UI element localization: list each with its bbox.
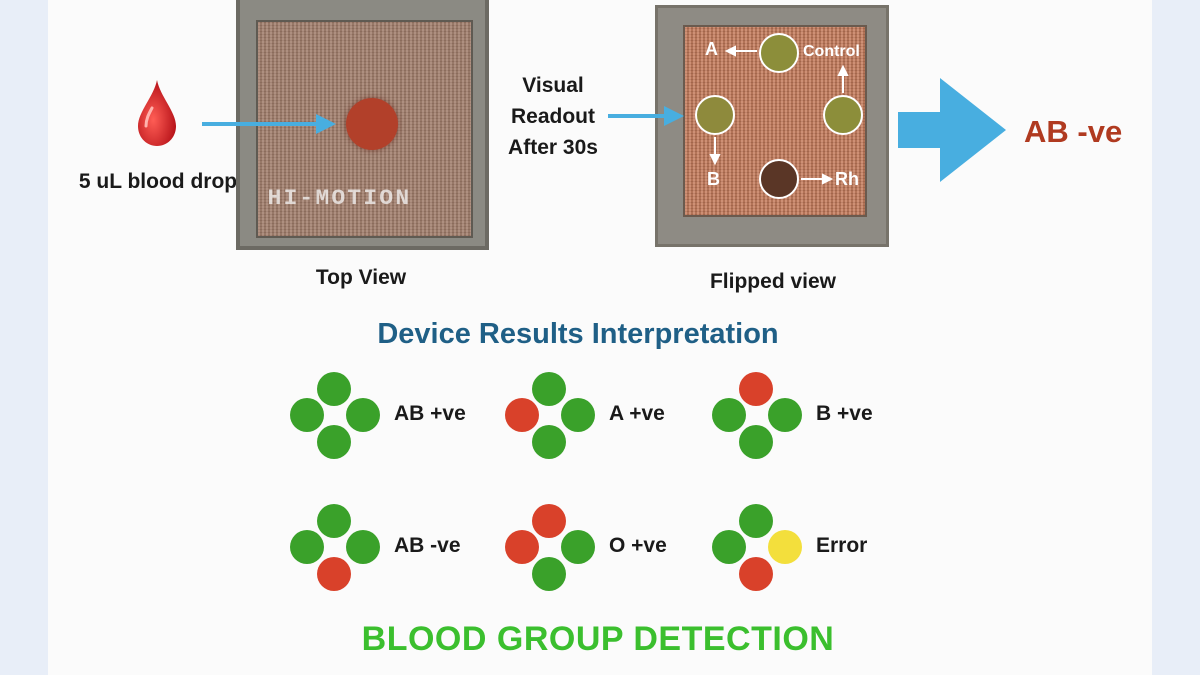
pattern-label: AB +ve (394, 402, 466, 425)
label-b: B (707, 169, 720, 189)
diagram-canvas: 5 uL blood drop HI-MOTION Top View A Con… (48, 0, 1152, 675)
arrow-to-result (898, 78, 1006, 182)
dot-top (532, 372, 566, 406)
dot-right (768, 398, 802, 432)
dot-bottom (739, 557, 773, 591)
readout-line-1: Visual (522, 74, 584, 97)
dot-top (739, 372, 773, 406)
flipped-arrows (709, 45, 849, 185)
arrow-drop-to-device (202, 114, 336, 134)
pattern-label: AB -ve (394, 534, 461, 557)
dot-left (712, 530, 746, 564)
pattern-label: B +ve (816, 402, 873, 425)
drop-label: 5 uL blood drop (78, 170, 238, 193)
dot-bottom (532, 425, 566, 459)
dot-left (505, 530, 539, 564)
dot-top (317, 372, 351, 406)
a-spot (695, 95, 735, 135)
pattern-3: B +ve (710, 368, 920, 464)
flipped-view-caption: Flipped view (709, 270, 837, 293)
dot-left (290, 530, 324, 564)
dot-top (532, 504, 566, 538)
pattern-label: Error (816, 534, 868, 557)
dot-bottom (532, 557, 566, 591)
readout-line-2: Readout (511, 105, 595, 128)
rh-spot (759, 159, 799, 199)
readout-label: Visual Readout After 30s (488, 70, 618, 163)
footer-title: BLOOD GROUP DETECTION (361, 620, 835, 658)
rh-control-spot (823, 95, 863, 135)
label-rh: Rh (835, 169, 859, 189)
pattern-4: AB -ve (288, 500, 498, 596)
pattern-6: Error (710, 500, 920, 596)
pattern-5: O +ve (503, 500, 713, 596)
readout-line-3: After 30s (508, 136, 598, 159)
dot-left (505, 398, 539, 432)
pattern-2: A +ve (503, 368, 713, 464)
top-view-caption: Top View (315, 266, 407, 289)
dot-right (561, 398, 595, 432)
flipped-view-photo: A Control B Rh (655, 5, 889, 247)
label-a: A (705, 39, 718, 59)
dot-bottom (739, 425, 773, 459)
dot-left (712, 398, 746, 432)
pattern-label: A +ve (609, 402, 665, 425)
interpretation-title: Device Results Interpretation (377, 318, 779, 350)
result-text: AB -ve (1024, 114, 1123, 149)
arrow-readout-to-flipped (608, 106, 684, 126)
dot-bottom (317, 557, 351, 591)
dot-left (290, 398, 324, 432)
blood-drop-icon (138, 80, 176, 146)
dot-right (561, 530, 595, 564)
device-watermark: HI-MOTION (267, 186, 412, 211)
dot-top (317, 504, 351, 538)
dot-right (346, 398, 380, 432)
dot-right (768, 530, 802, 564)
control-spot (759, 33, 799, 73)
dot-right (346, 530, 380, 564)
pattern-1: AB +ve (288, 368, 498, 464)
pattern-label: O +ve (609, 534, 667, 557)
top-view-photo: HI-MOTION (236, 0, 489, 250)
label-control: Control (803, 43, 860, 60)
blood-spot (346, 98, 398, 150)
dot-bottom (317, 425, 351, 459)
dot-top (739, 504, 773, 538)
